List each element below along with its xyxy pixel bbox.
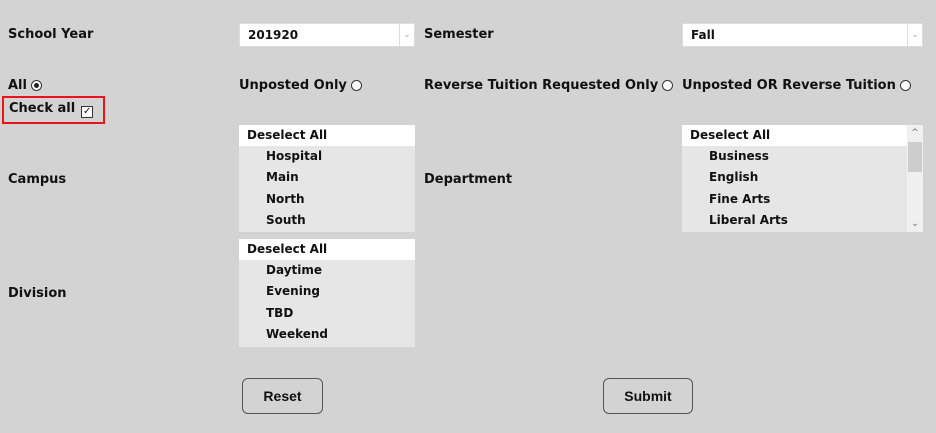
division-deselect-all[interactable]: Deselect All [239, 239, 415, 260]
check-all-highlight [2, 96, 105, 124]
radio-reverse-tuition-only-button[interactable] [662, 80, 674, 91]
radio-all[interactable]: All [8, 78, 42, 93]
department-listbox[interactable]: Deselect All Business English Fine Arts … [682, 125, 923, 232]
department-option[interactable]: Fine Arts [709, 191, 771, 206]
school-year-value: 201920 [248, 28, 299, 42]
school-year-label: School Year [8, 27, 94, 42]
department-option[interactable]: Liberal Arts [709, 212, 788, 227]
campus-option[interactable]: South [266, 212, 306, 227]
division-option[interactable]: Weekend [266, 326, 329, 341]
department-option[interactable]: Business [709, 149, 769, 163]
radio-unposted-or-reverse-label: Unposted OR Reverse Tuition [682, 78, 896, 93]
check-all-label: Check all [9, 101, 76, 116]
scroll-up-icon[interactable]: ^ [911, 128, 919, 138]
semester-label: Semester [424, 27, 494, 42]
campus-option[interactable]: North [266, 191, 305, 206]
radio-unposted-only-button[interactable] [350, 80, 362, 91]
reset-button[interactable]: Reset [242, 378, 323, 414]
semester-value: Fall [691, 28, 715, 42]
radio-all-button[interactable] [30, 80, 42, 91]
radio-unposted-only[interactable]: Unposted Only [239, 78, 362, 93]
department-scrollbar[interactable]: ^ ⌄ [907, 125, 923, 232]
department-label: Department [424, 172, 513, 187]
school-year-select[interactable]: 201920 ⌄ [239, 23, 415, 47]
division-option[interactable]: TBD [266, 305, 294, 320]
campus-label: Campus [8, 172, 67, 187]
campus-option[interactable]: Main [266, 170, 299, 185]
scrollbar-thumb[interactable] [908, 142, 922, 172]
division-option[interactable]: Evening [266, 284, 320, 299]
check-all[interactable]: Check all ✓ [9, 101, 94, 118]
campus-listbox[interactable]: Deselect All Hospital Main North South [239, 125, 415, 232]
campus-option[interactable]: Hospital [266, 149, 323, 163]
radio-unposted-only-label: Unposted Only [239, 78, 347, 93]
semester-select[interactable]: Fall ⌄ [682, 23, 923, 47]
chevron-down-icon[interactable]: ⌄ [399, 24, 414, 46]
radio-unposted-or-reverse[interactable]: Unposted OR Reverse Tuition [682, 78, 911, 93]
division-label: Division [8, 286, 67, 301]
scroll-down-icon[interactable]: ⌄ [911, 219, 919, 229]
division-option[interactable]: Daytime [266, 263, 323, 277]
department-option[interactable]: English [709, 170, 759, 185]
campus-deselect-all[interactable]: Deselect All [239, 125, 415, 146]
check-all-checkbox[interactable]: ✓ [81, 106, 94, 118]
radio-reverse-tuition-only[interactable]: Reverse Tuition Requested Only [424, 78, 674, 93]
radio-all-label: All [8, 78, 27, 93]
submit-button[interactable]: Submit [603, 378, 693, 414]
division-listbox[interactable]: Deselect All Daytime Evening TBD Weekend [239, 239, 415, 347]
radio-unposted-or-reverse-button[interactable] [899, 80, 911, 91]
department-deselect-all[interactable]: Deselect All [682, 125, 907, 146]
chevron-down-icon[interactable]: ⌄ [907, 24, 922, 46]
radio-reverse-tuition-only-label: Reverse Tuition Requested Only [424, 78, 659, 93]
